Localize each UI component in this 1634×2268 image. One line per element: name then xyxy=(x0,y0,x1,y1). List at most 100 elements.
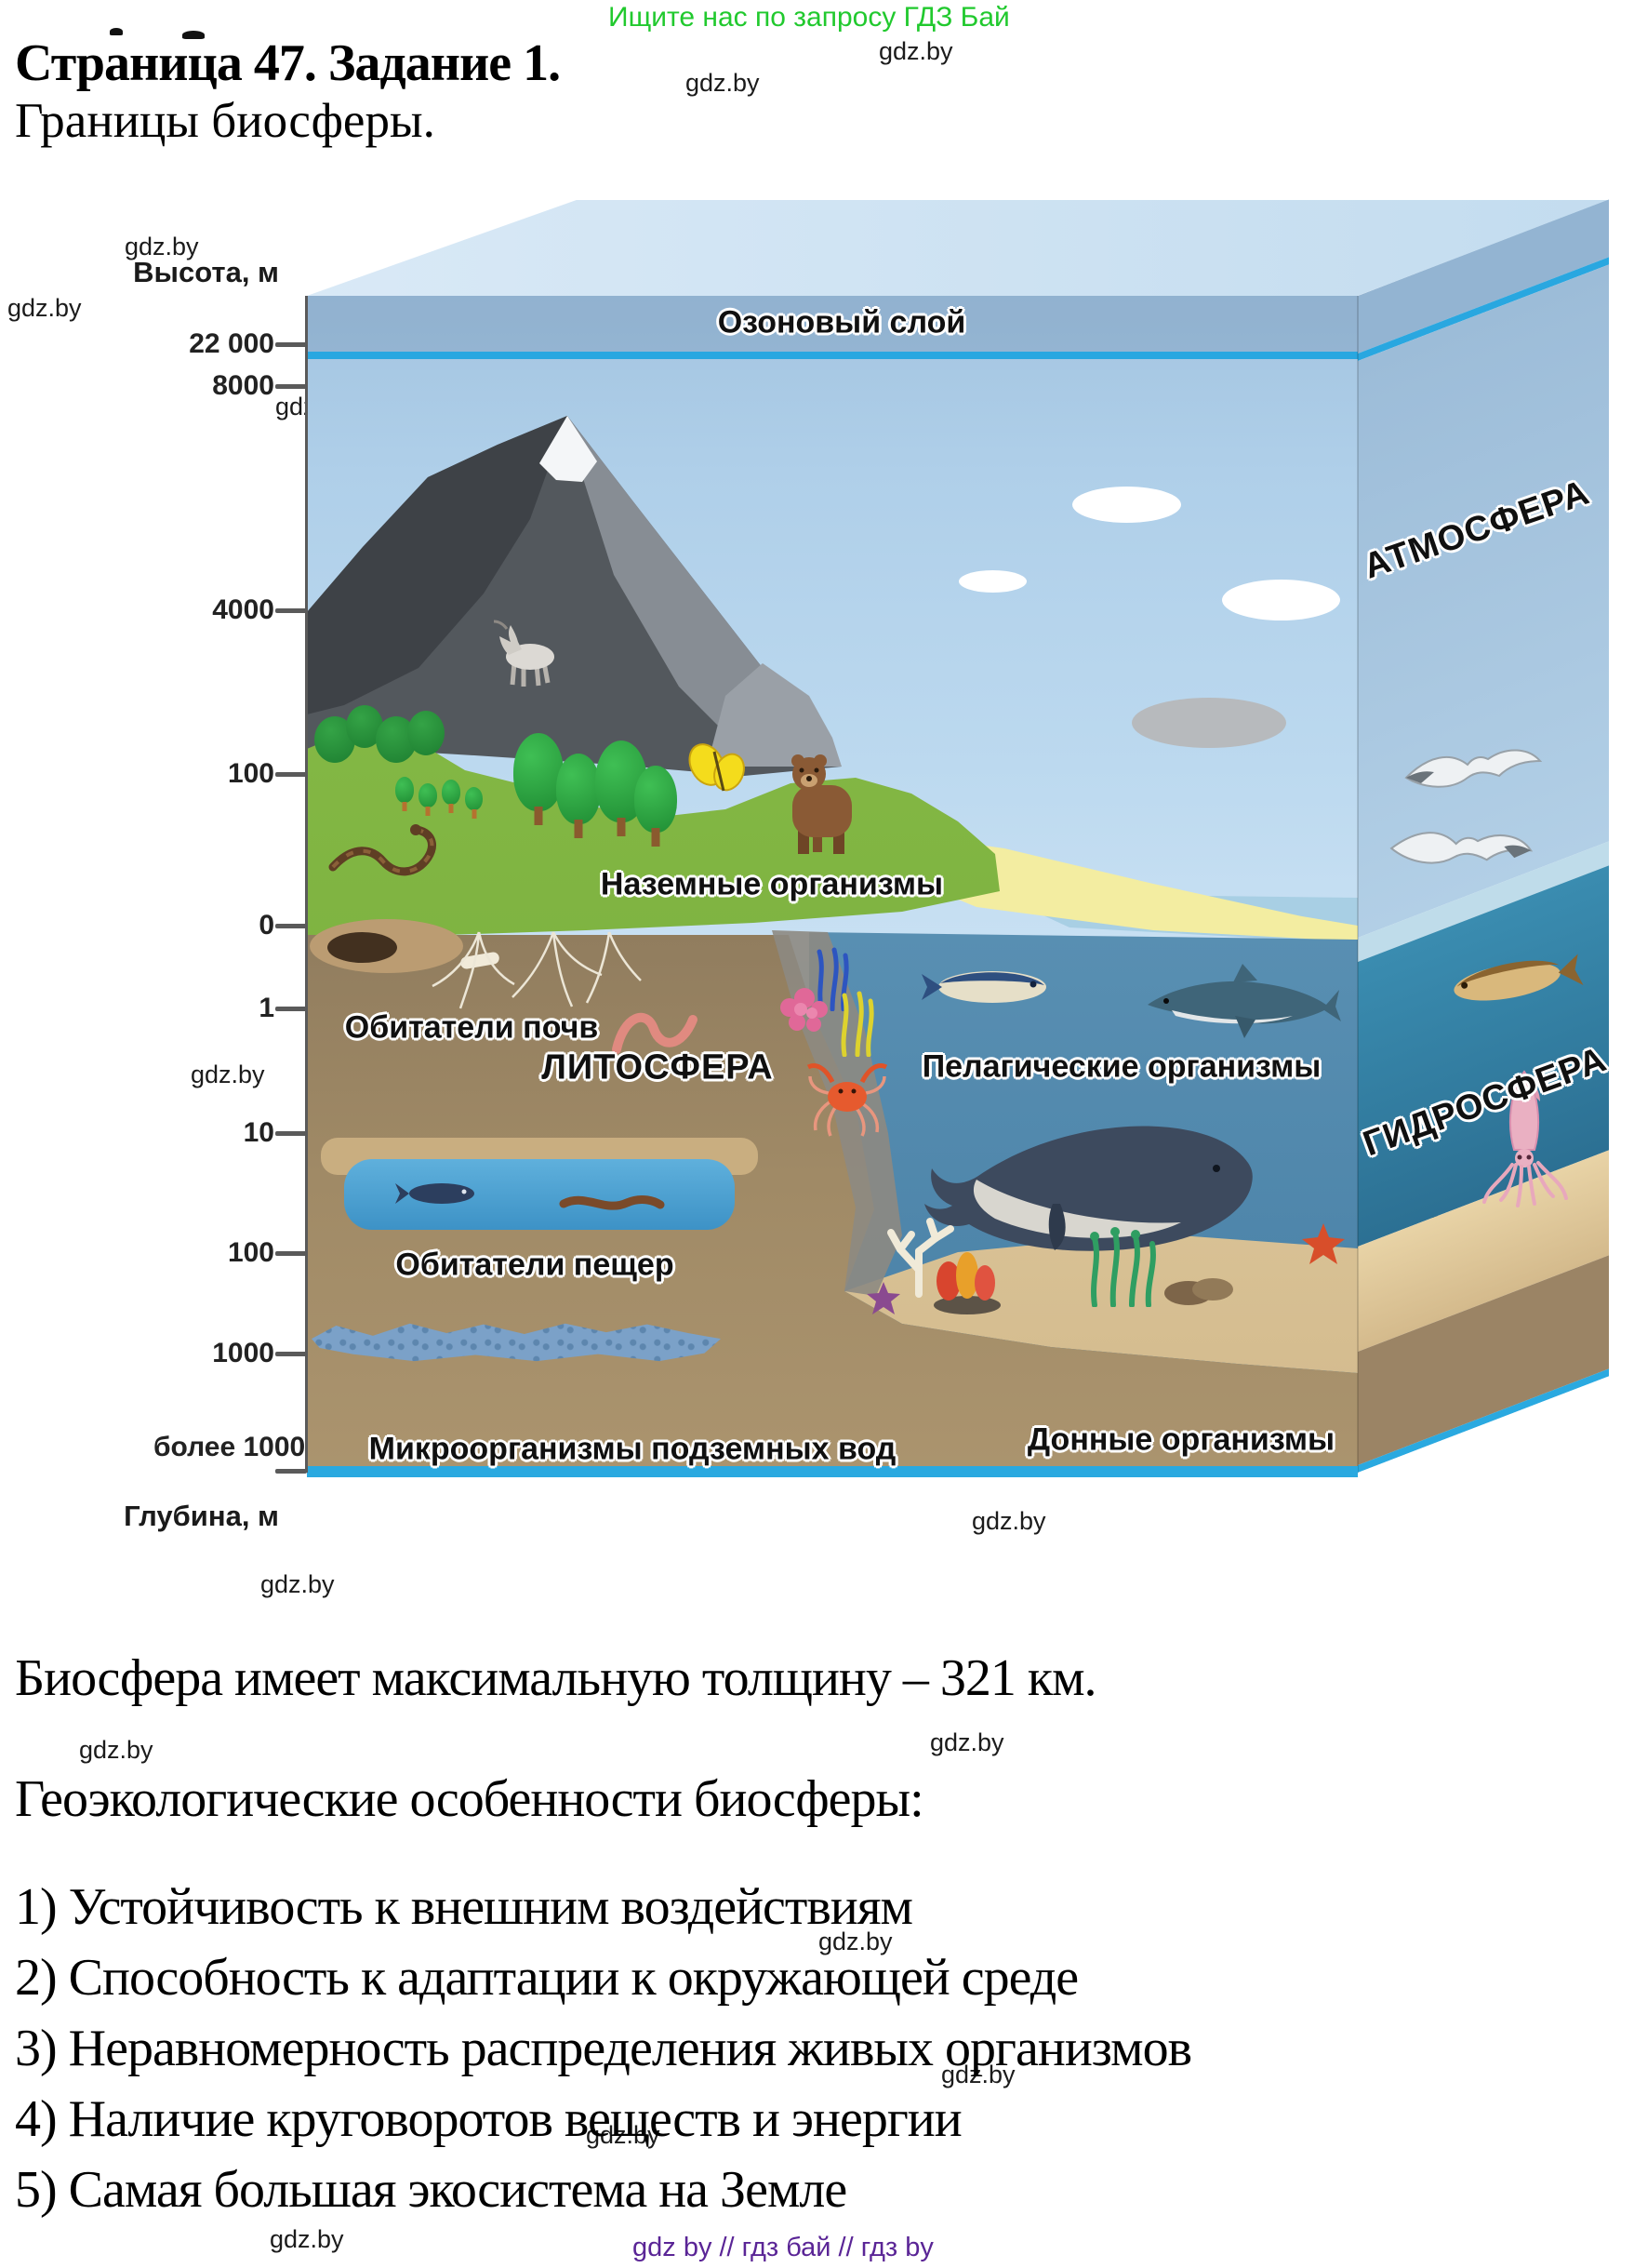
cave-fish-icon xyxy=(395,1183,474,1204)
axis-tick: более 1000 xyxy=(153,1432,306,1463)
feature-item-3: 3) Неравномерность распределения живых о… xyxy=(15,2020,1192,2077)
groundwater-microorganisms-label: Микроорганизмы подземных вод xyxy=(368,1431,897,1467)
crab-icon xyxy=(806,1063,888,1137)
gdz-watermark: gdz.by xyxy=(79,1736,153,1764)
yellow-seaweed-icon xyxy=(841,991,874,1057)
bear-icon xyxy=(791,754,852,854)
seagull-icon xyxy=(1389,832,1534,864)
squid-icon xyxy=(1482,1070,1568,1207)
axis-tick: 100 xyxy=(227,758,274,789)
tree-icon xyxy=(556,754,601,824)
tick-dash xyxy=(275,1469,307,1474)
lithosphere-label: ЛИТОСФЕРА xyxy=(541,1047,774,1087)
shark-icon xyxy=(1148,964,1341,1038)
axis-tick: 8000 xyxy=(212,370,274,401)
bush-icon xyxy=(407,711,445,755)
axis-tick: 100 xyxy=(227,1237,274,1268)
page-subtitle: Границы биосферы. xyxy=(15,94,435,148)
seagull-icon xyxy=(1404,749,1542,788)
gdz-watermark: gdz.by xyxy=(685,69,760,97)
cut-text-fragment xyxy=(182,31,205,39)
tree-icon xyxy=(442,780,460,805)
tree-icon xyxy=(465,787,483,810)
mole-icon xyxy=(327,932,397,963)
footer-links[interactable]: gdz by // гдз бай // гдз by xyxy=(632,2233,934,2262)
ozone-band xyxy=(307,296,1358,354)
green-seaweed-icon xyxy=(1090,1227,1156,1307)
coral-cluster-icon xyxy=(934,1252,1001,1314)
cloud-icon xyxy=(1072,487,1181,523)
features-title: Геоэкологические особенности биосферы: xyxy=(15,1770,924,1828)
gdz-watermark: gdz.by xyxy=(930,1728,1004,1756)
gdz-watermark: gdz.by xyxy=(586,2121,660,2149)
cave-eel-icon xyxy=(559,1195,665,1210)
page-title: Страница 47. Задание 1. xyxy=(15,34,561,92)
gdz-watermark: gdz.by xyxy=(260,1570,335,1598)
gdz-watermark: gdz.by xyxy=(879,37,953,65)
promo-banner: Ищите нас по запросу ГДЗ Бай xyxy=(608,2,1010,33)
fish-icon xyxy=(922,971,1046,1003)
tick-dash xyxy=(275,924,307,928)
pink-coral-icon xyxy=(780,988,828,1032)
tick-dash xyxy=(275,772,307,777)
gdz-watermark: gdz.by xyxy=(972,1507,1046,1535)
tick-dash xyxy=(275,1007,307,1011)
ozone-line xyxy=(307,352,1358,359)
gdz-watermark: gdz.by xyxy=(818,1928,893,1955)
gdz-watermark: gdz.by xyxy=(270,2225,344,2253)
soil-inhabitants-label: Обитатели почв xyxy=(344,1009,599,1046)
golden-fish-icon xyxy=(1454,954,1584,1001)
tick-dash xyxy=(275,1131,307,1136)
terrestrial-organisms-label: Наземные организмы xyxy=(600,866,944,902)
axis-tick: 22 000 xyxy=(189,328,274,359)
tree-icon xyxy=(418,783,437,807)
cloud-icon xyxy=(1222,580,1340,620)
tick-dash xyxy=(275,608,307,613)
worm-icon xyxy=(612,1012,697,1054)
rock-icon xyxy=(1164,1278,1233,1305)
cave-pool xyxy=(344,1159,735,1230)
axis-tick: 1000 xyxy=(212,1338,274,1368)
feature-item-2: 2) Способность к адаптации к окружающей … xyxy=(15,1949,1079,2007)
feature-item-4: 4) Наличие круговоротов веществ и энерги… xyxy=(15,2090,963,2148)
depth-axis-label: Глубина, м xyxy=(124,1500,279,1532)
gdz-watermark: gdz.by xyxy=(7,294,82,322)
axis-tick: 4000 xyxy=(212,594,274,625)
axis-line xyxy=(305,296,308,1473)
feature-item-1: 1) Устойчивость к внешним воздействиям xyxy=(15,1878,913,1936)
gdz-watermark: gdz.by xyxy=(941,2061,1016,2088)
gdz-watermark: gdz.by xyxy=(125,233,199,260)
mountain-icon xyxy=(307,416,842,776)
goat-icon xyxy=(493,620,554,687)
snake-icon xyxy=(328,824,436,876)
benthic-organisms-label: Донные организмы xyxy=(1027,1421,1335,1458)
tick-dash xyxy=(275,1251,307,1256)
whale-icon xyxy=(924,1126,1253,1251)
pelagic-organisms-label: Пелагические организмы xyxy=(922,1048,1322,1085)
white-coral-icon xyxy=(887,1218,954,1298)
axis-tick: 0 xyxy=(259,910,274,941)
box-edge xyxy=(1357,296,1359,1473)
axis-tick: 10 xyxy=(243,1117,274,1148)
butterfly-icon xyxy=(688,743,745,792)
feature-item-5: 5) Самая большая экосистема на Земле xyxy=(15,2161,847,2219)
tree-icon xyxy=(513,733,564,811)
ozone-layer-label: Озоновый слой xyxy=(717,304,966,340)
tick-dash xyxy=(275,384,307,389)
gray-cloud-icon xyxy=(1132,698,1286,748)
cave-inhabitants-label: Обитатели пещер xyxy=(395,1247,674,1283)
axis-tick: 1 xyxy=(259,993,274,1023)
tick-dash xyxy=(275,342,307,347)
purple-starfish-icon xyxy=(867,1282,900,1314)
tree-icon xyxy=(395,777,414,803)
gdz-watermark: gdz.by xyxy=(191,1061,265,1088)
tree-icon xyxy=(634,766,677,833)
tick-dash xyxy=(275,1352,307,1356)
box-bottom-edge xyxy=(307,1466,1358,1477)
red-starfish-icon xyxy=(1302,1223,1345,1264)
roots-icon xyxy=(432,931,642,1009)
cut-text-fragment xyxy=(110,28,123,35)
height-axis-label: Высота, м xyxy=(133,256,279,288)
cloud-icon xyxy=(959,570,1027,593)
